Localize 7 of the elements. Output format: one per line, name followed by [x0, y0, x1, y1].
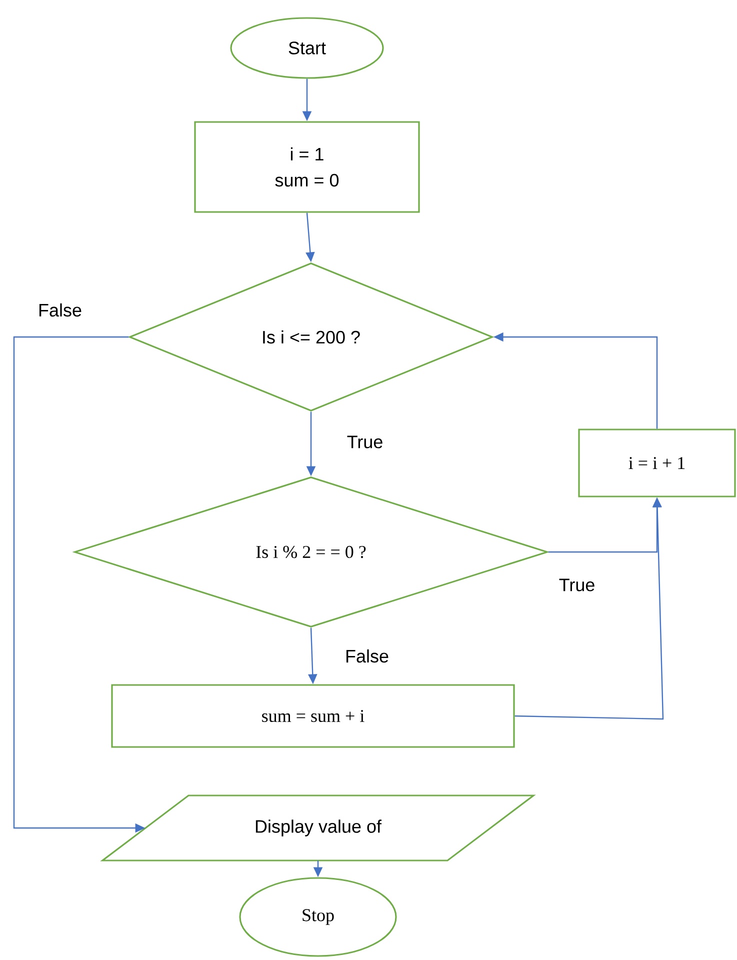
process-box: sum = sum + i	[111, 684, 515, 748]
edge-label: True	[558, 578, 596, 592]
edge-label: False	[37, 302, 83, 318]
process-box: i = 1 sum = 0	[194, 121, 420, 213]
edge-label: False	[344, 648, 390, 664]
process-box: i = i + 1	[578, 428, 736, 498]
edge-label: True	[346, 434, 384, 450]
